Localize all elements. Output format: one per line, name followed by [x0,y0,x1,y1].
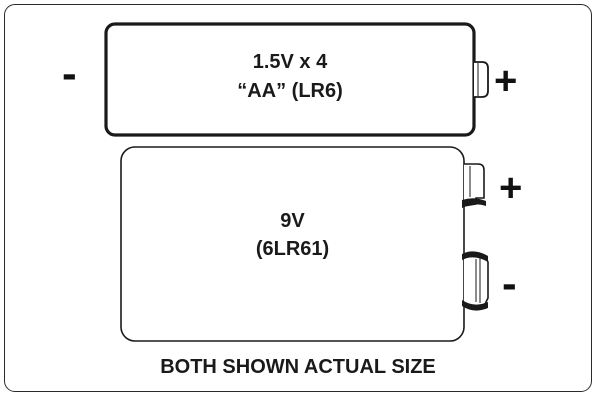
aa-positive-sign: + [494,59,518,103]
9v-battery-positive-terminal [462,163,486,208]
9v-battery-type-label: (6LR61) [255,238,330,260]
diagram-frame [4,4,592,392]
aa-battery-voltage-label: 1.5V x 4 [252,51,328,73]
aa-battery-type-label: “AA” (LR6) [237,80,343,102]
9v-battery-body [120,146,465,342]
caption: BOTH SHOWN ACTUAL SIZE [160,356,436,378]
9v-negative-sign: - [502,259,517,308]
aa-negative-sign: - [62,49,77,98]
9v-battery-negative-terminal [462,251,489,311]
9v-battery-voltage-label: 9V [280,210,305,232]
9v-positive-sign: + [499,166,523,210]
aa-battery-positive-terminal [474,61,489,98]
